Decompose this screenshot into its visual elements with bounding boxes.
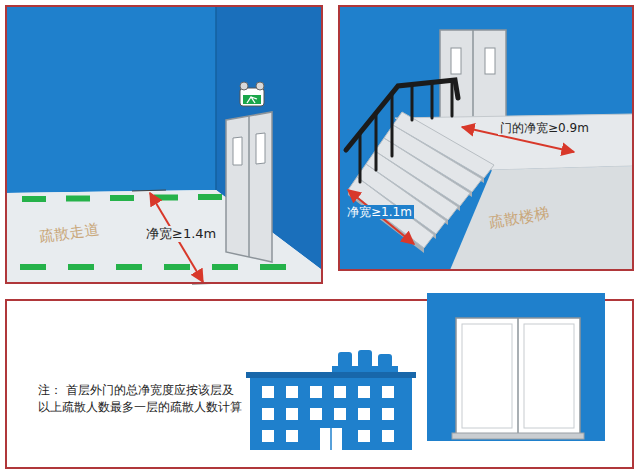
window xyxy=(334,386,346,398)
railing xyxy=(346,80,458,182)
floor-mark xyxy=(260,264,286,270)
floor-mark xyxy=(68,264,94,270)
door xyxy=(226,112,272,262)
window xyxy=(310,408,322,420)
floor-mark xyxy=(22,196,46,202)
window xyxy=(286,430,298,442)
exit-door-icon xyxy=(427,293,605,441)
floor-mark xyxy=(198,194,222,200)
stair-scene xyxy=(339,6,633,270)
window xyxy=(358,408,370,420)
panel-frame xyxy=(6,300,633,468)
stair-steps xyxy=(348,112,494,253)
corridor-scene xyxy=(6,6,322,284)
window xyxy=(358,386,370,398)
door xyxy=(440,30,506,122)
side-wall xyxy=(216,6,322,270)
window xyxy=(286,408,298,420)
floor-mark xyxy=(110,195,134,201)
window xyxy=(262,430,274,442)
window xyxy=(334,408,346,420)
window xyxy=(310,386,322,398)
window xyxy=(382,408,394,420)
dimension-label: 净宽≥1.1m xyxy=(345,205,414,219)
floor xyxy=(6,190,322,283)
floor-mark xyxy=(212,264,238,270)
floor-mark xyxy=(154,195,178,201)
note-text: 注： 首层外门的总净宽度应按该层及以上疏散人数最多一层的疏散人数计算 xyxy=(38,382,243,417)
floor-mark xyxy=(66,196,90,202)
dimension-label: 净宽≥1.4m xyxy=(144,226,218,242)
building-icon xyxy=(246,350,416,450)
back-wall xyxy=(6,6,216,193)
area-label: 疏散楼梯 xyxy=(488,204,550,232)
window xyxy=(286,386,298,398)
floor-mark xyxy=(164,264,190,270)
window xyxy=(262,408,274,420)
area-label: 疏散走道 xyxy=(38,220,100,246)
window xyxy=(382,430,394,442)
panel-frame xyxy=(6,6,322,283)
window xyxy=(358,430,370,442)
exit-sign xyxy=(240,82,264,106)
step-tread xyxy=(393,112,494,178)
dimension-label: 门的净宽≥0.9m xyxy=(498,121,591,135)
panel-frame xyxy=(339,6,633,270)
window xyxy=(262,386,274,398)
floor-mark xyxy=(20,264,46,270)
floor-mark xyxy=(116,264,142,270)
window xyxy=(382,386,394,398)
